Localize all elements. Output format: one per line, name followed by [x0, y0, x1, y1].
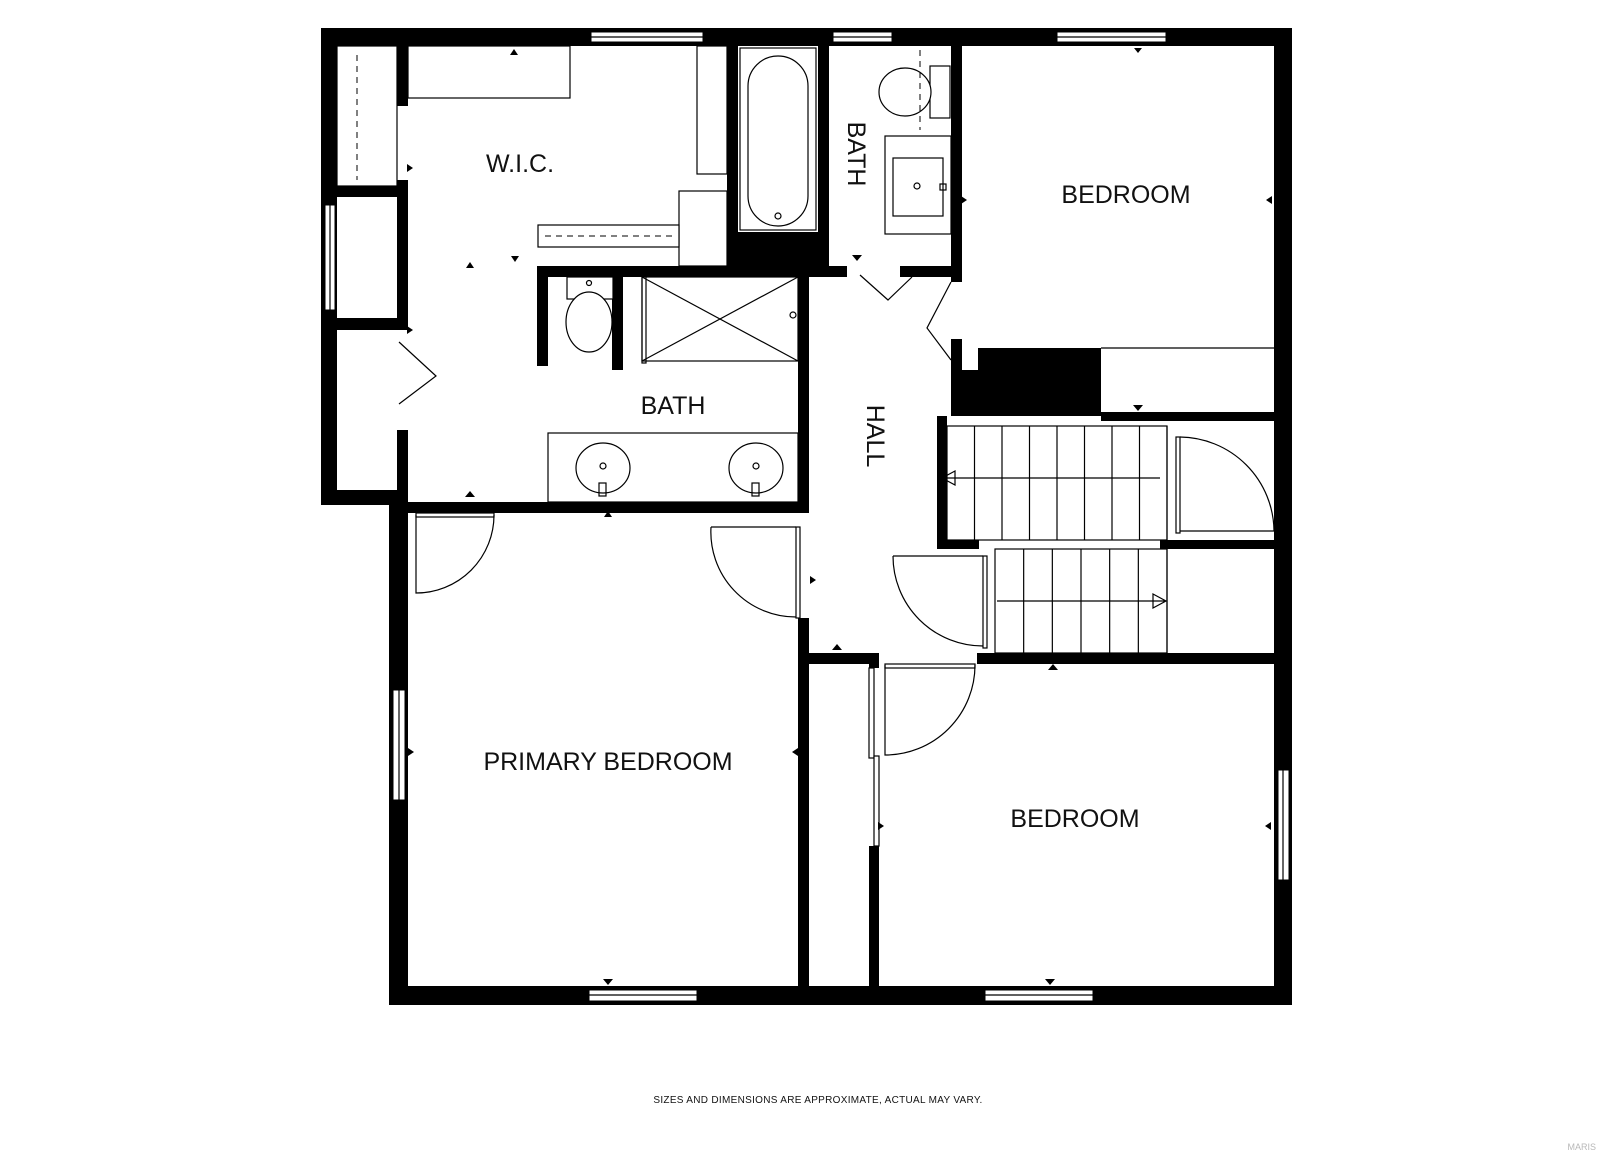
watermark: MARIS: [1567, 1142, 1596, 1152]
dimension-markers: [407, 48, 1272, 985]
label-bath-upper: BATH: [842, 122, 870, 187]
label-hall: HALL: [861, 405, 889, 468]
doors: [398, 274, 1275, 847]
fixtures: [336, 45, 1274, 503]
label-bedroom-se: BEDROOM: [1010, 805, 1139, 833]
staircase: [940, 425, 1168, 654]
label-wic: W.I.C.: [486, 150, 554, 178]
interior-walls: [321, 46, 1274, 986]
label-primary-bedroom: PRIMARY BEDROOM: [483, 748, 732, 776]
windows: [324, 31, 1290, 1002]
disclaimer-text: SIZES AND DIMENSIONS ARE APPROXIMATE, AC…: [653, 1095, 982, 1106]
label-bath-main: BATH: [641, 392, 706, 420]
label-bedroom-ne: BEDROOM: [1061, 181, 1190, 209]
room-labels: W.I.C. BATH BEDROOM BATH HALL PRIMARY BE…: [483, 122, 1190, 833]
